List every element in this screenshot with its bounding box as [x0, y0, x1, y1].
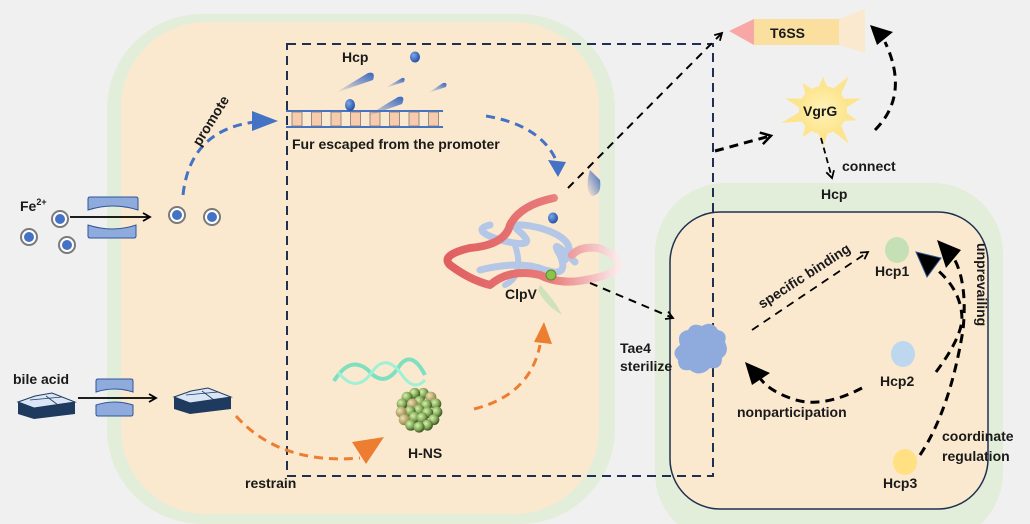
- hcp-comet-icon: [385, 77, 405, 88]
- dna-base-pair: [291, 111, 303, 127]
- hcp-ball-icon: [345, 99, 355, 111]
- iron-ion-icon: [203, 208, 221, 226]
- clpv-protein-icon: [443, 194, 623, 315]
- hcp-ball-icon: [410, 51, 420, 63]
- t6ss-body: [754, 19, 840, 45]
- clpv-to-tae4-arrow: [589, 282, 675, 320]
- iron-ion-icon: [58, 236, 76, 254]
- hcp3-icon: [893, 449, 917, 475]
- iron-channel-bottom-icon: [87, 224, 137, 239]
- bile-acid-block-icon: [172, 387, 233, 414]
- left-cell: [107, 14, 615, 524]
- hcp-comet-icon: [365, 96, 404, 117]
- vgrg-to-t6ss-arrow: [870, 25, 897, 132]
- dna-base-pair: [350, 111, 361, 127]
- regulation-label: regulation: [942, 448, 1010, 464]
- hcp1-label: Hcp1: [875, 263, 909, 279]
- dna-base-pair: [428, 111, 439, 127]
- hns-subunit: [413, 421, 425, 433]
- right-cell: [655, 183, 1003, 524]
- hcp-top-label: Hcp: [342, 49, 368, 65]
- specific-binding-arrow: [751, 250, 870, 331]
- nonparticipation-arrow: [745, 362, 863, 404]
- right-cell-cytoplasm: [669, 211, 989, 510]
- hns-to-clpv-arrow: [473, 322, 552, 411]
- sterilize-label: sterilize: [620, 358, 672, 374]
- bile-acid-block-icon: [16, 392, 77, 419]
- t6ss-base-icon: [839, 9, 865, 53]
- unprevailing-label: unprevailing: [974, 243, 990, 326]
- promoter-dna: [286, 110, 443, 128]
- vgrg-label: VgrG: [803, 103, 837, 119]
- iron-channel-top-icon: [87, 196, 139, 211]
- iron-ion-icon: [20, 228, 38, 246]
- vgrg-to-hcp-arrow: [820, 137, 835, 180]
- coordinate-label: coordinate: [942, 428, 1014, 444]
- clpv-label: ClpV: [505, 286, 538, 302]
- t6ss-tip-icon: [729, 19, 754, 45]
- bile-channel-bottom-icon: [95, 401, 134, 417]
- iron-input: Fe2+: [20, 196, 221, 254]
- hcp2-icon: [891, 341, 915, 367]
- dna-base-pair: [408, 111, 420, 127]
- iron-ion-icon: [168, 206, 186, 224]
- t6ss-label: T6SS: [770, 25, 805, 41]
- hcp2-to-hcp1-arrow: [915, 251, 964, 373]
- hns-subunit: [396, 398, 408, 410]
- hcp1-icon: [885, 237, 909, 263]
- hcp-comet-icon: [428, 82, 447, 93]
- hns-subunit: [421, 419, 433, 431]
- hcp2-label: Hcp2: [880, 373, 914, 389]
- vgrg-core: [799, 86, 847, 134]
- restrain-label: restrain: [245, 475, 296, 491]
- hcp3-to-hcp1-arrow: [918, 240, 966, 456]
- hns-label: H-NS: [408, 445, 442, 461]
- fur-escaped-caption: Fur escaped from the promoter: [292, 136, 500, 152]
- dna-base-pair: [330, 111, 342, 127]
- tae4-effector-icon: [674, 323, 727, 374]
- bile-acid-label: bile acid: [13, 371, 69, 387]
- nonparticipation-label: nonparticipation: [737, 404, 847, 420]
- connect-label: connect: [842, 158, 896, 174]
- t6ss-apparatus: T6SS: [729, 9, 865, 53]
- promoter-to-clpv-arrow: [485, 114, 566, 177]
- vgrg-icon: [781, 76, 861, 148]
- hcp-particles: [335, 51, 601, 196]
- restrain-arrow: [234, 414, 384, 464]
- tae4-label: Tae4: [620, 340, 651, 356]
- hns-protein-icon: [395, 387, 443, 433]
- dna-base-pair: [311, 111, 322, 127]
- hcp-comet-icon: [587, 170, 601, 196]
- hcp-secreted-label: Hcp: [821, 186, 847, 202]
- left-cell-cytoplasm: [121, 22, 599, 514]
- hcp-comet-icon: [335, 72, 374, 93]
- bile-channel-top-icon: [95, 378, 134, 393]
- hns-subunit: [405, 419, 417, 431]
- hcp3-label: Hcp3: [883, 475, 917, 491]
- iron-label: Fe2+: [20, 197, 47, 214]
- dashed-region-outline: [286, 43, 714, 477]
- dna-base-pair: [389, 111, 400, 127]
- clpv-to-t6ss-arrow: [567, 31, 724, 189]
- dna-helix-icon: [332, 357, 427, 387]
- to-vgrg-arrow: [714, 136, 770, 153]
- hns-subunit: [430, 398, 442, 410]
- iron-ion-icon: [51, 210, 69, 228]
